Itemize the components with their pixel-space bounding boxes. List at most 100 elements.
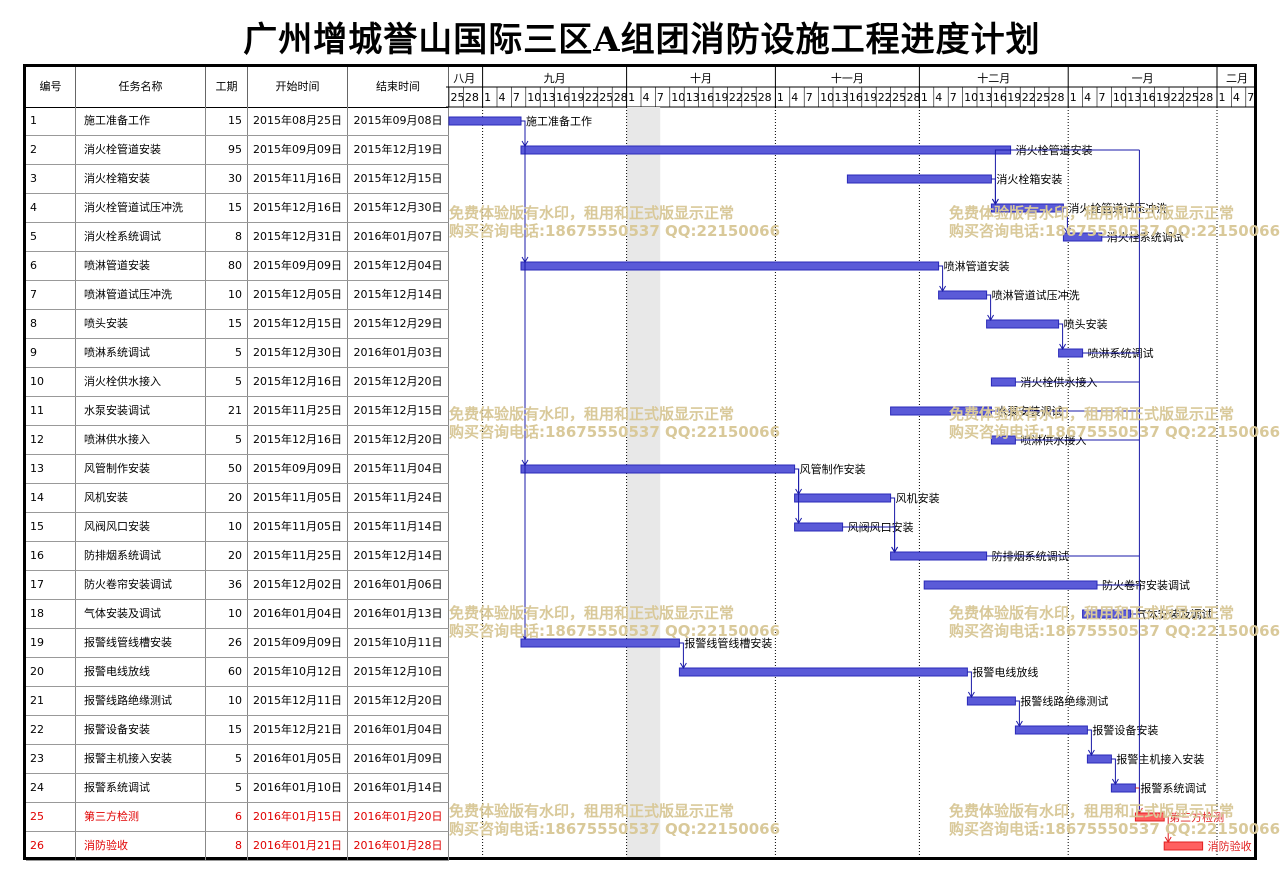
task-no[interactable]: 19 <box>26 629 76 657</box>
task-end[interactable]: 2016年01月06日 <box>348 571 449 599</box>
task-duration[interactable]: 5 <box>206 745 248 773</box>
task-end[interactable]: 2015年12月15日 <box>348 397 449 425</box>
task-name[interactable]: 报警主机接入安装 <box>76 745 206 773</box>
task-start[interactable]: 2015年12月16日 <box>248 194 348 222</box>
task-name[interactable]: 风阀风口安装 <box>76 513 206 541</box>
task-start[interactable]: 2016年01月10日 <box>248 774 348 802</box>
task-no[interactable]: 22 <box>26 716 76 744</box>
task-name[interactable]: 风机安装 <box>76 484 206 512</box>
task-start[interactable]: 2015年09月09日 <box>248 252 348 280</box>
task-end[interactable]: 2015年12月20日 <box>348 687 449 715</box>
task-duration[interactable]: 95 <box>206 136 248 164</box>
task-start[interactable]: 2016年01月15日 <box>248 803 348 831</box>
task-no[interactable]: 10 <box>26 368 76 396</box>
task-start[interactable]: 2015年09月09日 <box>248 136 348 164</box>
task-start[interactable]: 2016年01月04日 <box>248 600 348 628</box>
task-end[interactable]: 2015年12月10日 <box>348 658 449 686</box>
task-end[interactable]: 2015年11月14日 <box>348 513 449 541</box>
task-duration[interactable]: 10 <box>206 281 248 309</box>
task-duration[interactable]: 26 <box>206 629 248 657</box>
task-start[interactable]: 2015年10月12日 <box>248 658 348 686</box>
task-name[interactable]: 喷淋供水接入 <box>76 426 206 454</box>
task-duration[interactable]: 10 <box>206 600 248 628</box>
task-start[interactable]: 2015年12月21日 <box>248 716 348 744</box>
task-duration[interactable]: 10 <box>206 687 248 715</box>
task-no[interactable]: 12 <box>26 426 76 454</box>
task-no[interactable]: 18 <box>26 600 76 628</box>
task-end[interactable]: 2015年12月30日 <box>348 194 449 222</box>
task-duration[interactable]: 20 <box>206 484 248 512</box>
task-no[interactable]: 24 <box>26 774 76 802</box>
task-name[interactable]: 喷淋管道试压冲洗 <box>76 281 206 309</box>
task-name[interactable]: 水泵安装调试 <box>76 397 206 425</box>
task-no[interactable]: 6 <box>26 252 76 280</box>
task-name[interactable]: 消火栓箱安装 <box>76 165 206 193</box>
task-start[interactable]: 2015年12月05日 <box>248 281 348 309</box>
task-name[interactable]: 第三方检测 <box>76 803 206 831</box>
task-start[interactable]: 2015年12月16日 <box>248 368 348 396</box>
col-header-no[interactable]: 编号 <box>26 67 76 107</box>
task-end[interactable]: 2015年12月20日 <box>348 426 449 454</box>
task-end[interactable]: 2015年11月24日 <box>348 484 449 512</box>
task-start[interactable]: 2015年11月25日 <box>248 397 348 425</box>
task-no[interactable]: 1 <box>26 107 76 135</box>
task-duration[interactable]: 6 <box>206 803 248 831</box>
task-name[interactable]: 喷淋系统调试 <box>76 339 206 367</box>
task-duration[interactable]: 5 <box>206 368 248 396</box>
task-name[interactable]: 气体安装及调试 <box>76 600 206 628</box>
task-name[interactable]: 报警线路绝缘测试 <box>76 687 206 715</box>
task-name[interactable]: 施工准备工作 <box>76 107 206 135</box>
task-no[interactable]: 15 <box>26 513 76 541</box>
task-duration[interactable]: 15 <box>206 716 248 744</box>
task-end[interactable]: 2016年01月09日 <box>348 745 449 773</box>
task-name[interactable]: 消防验收 <box>76 832 206 860</box>
task-no[interactable]: 8 <box>26 310 76 338</box>
task-end[interactable]: 2016年01月04日 <box>348 716 449 744</box>
task-end[interactable]: 2015年12月15日 <box>348 165 449 193</box>
task-end[interactable]: 2016年01月03日 <box>348 339 449 367</box>
task-start[interactable]: 2015年12月15日 <box>248 310 348 338</box>
task-end[interactable]: 2015年10月11日 <box>348 629 449 657</box>
task-no[interactable]: 11 <box>26 397 76 425</box>
task-no[interactable]: 13 <box>26 455 76 483</box>
task-start[interactable]: 2015年12月11日 <box>248 687 348 715</box>
task-end[interactable]: 2016年01月20日 <box>348 803 449 831</box>
task-no[interactable]: 14 <box>26 484 76 512</box>
task-start[interactable]: 2016年01月21日 <box>248 832 348 860</box>
task-start[interactable]: 2015年12月16日 <box>248 426 348 454</box>
task-end[interactable]: 2015年12月14日 <box>348 542 449 570</box>
task-no[interactable]: 3 <box>26 165 76 193</box>
col-header-end[interactable]: 结束时间 <box>348 67 449 107</box>
task-start[interactable]: 2015年11月05日 <box>248 484 348 512</box>
task-start[interactable]: 2015年11月16日 <box>248 165 348 193</box>
task-duration[interactable]: 50 <box>206 455 248 483</box>
task-no[interactable]: 23 <box>26 745 76 773</box>
task-no[interactable]: 20 <box>26 658 76 686</box>
task-duration[interactable]: 5 <box>206 339 248 367</box>
task-no[interactable]: 16 <box>26 542 76 570</box>
task-start[interactable]: 2015年11月05日 <box>248 513 348 541</box>
task-duration[interactable]: 8 <box>206 223 248 251</box>
task-duration[interactable]: 10 <box>206 513 248 541</box>
task-start[interactable]: 2015年08月25日 <box>248 107 348 135</box>
task-no[interactable]: 9 <box>26 339 76 367</box>
task-end[interactable]: 2015年12月19日 <box>348 136 449 164</box>
task-end[interactable]: 2016年01月14日 <box>348 774 449 802</box>
